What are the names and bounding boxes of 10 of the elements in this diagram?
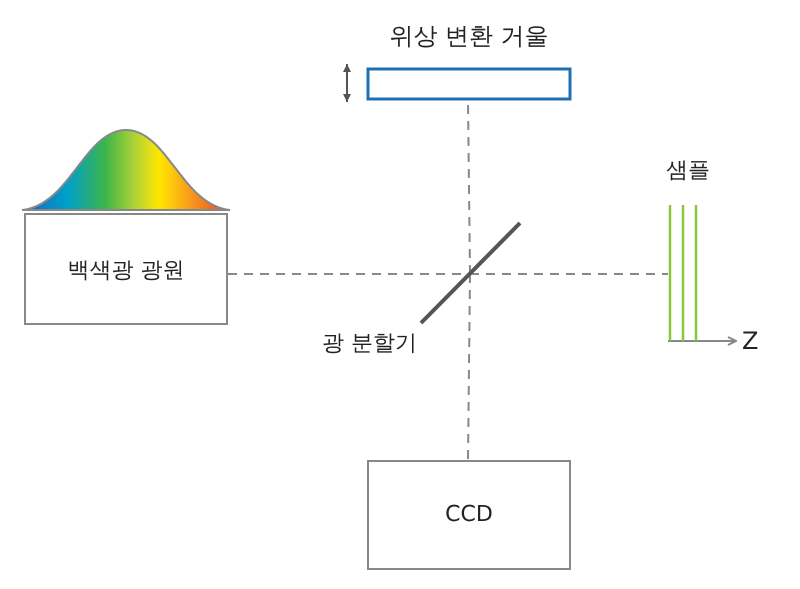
beam-path xyxy=(467,274,471,460)
splitter-label: 광 분할기 xyxy=(322,330,417,358)
light-source-box xyxy=(24,213,228,325)
axis-label: Z xyxy=(742,327,758,355)
source-label: 백색광 광원 xyxy=(66,257,186,285)
mirror-title: 위상 변환 거울 xyxy=(388,21,550,52)
detector-box xyxy=(367,460,571,570)
sample-label: 샘플 xyxy=(665,157,711,185)
beam-path xyxy=(470,273,668,275)
detector-label: CCD xyxy=(444,502,494,527)
